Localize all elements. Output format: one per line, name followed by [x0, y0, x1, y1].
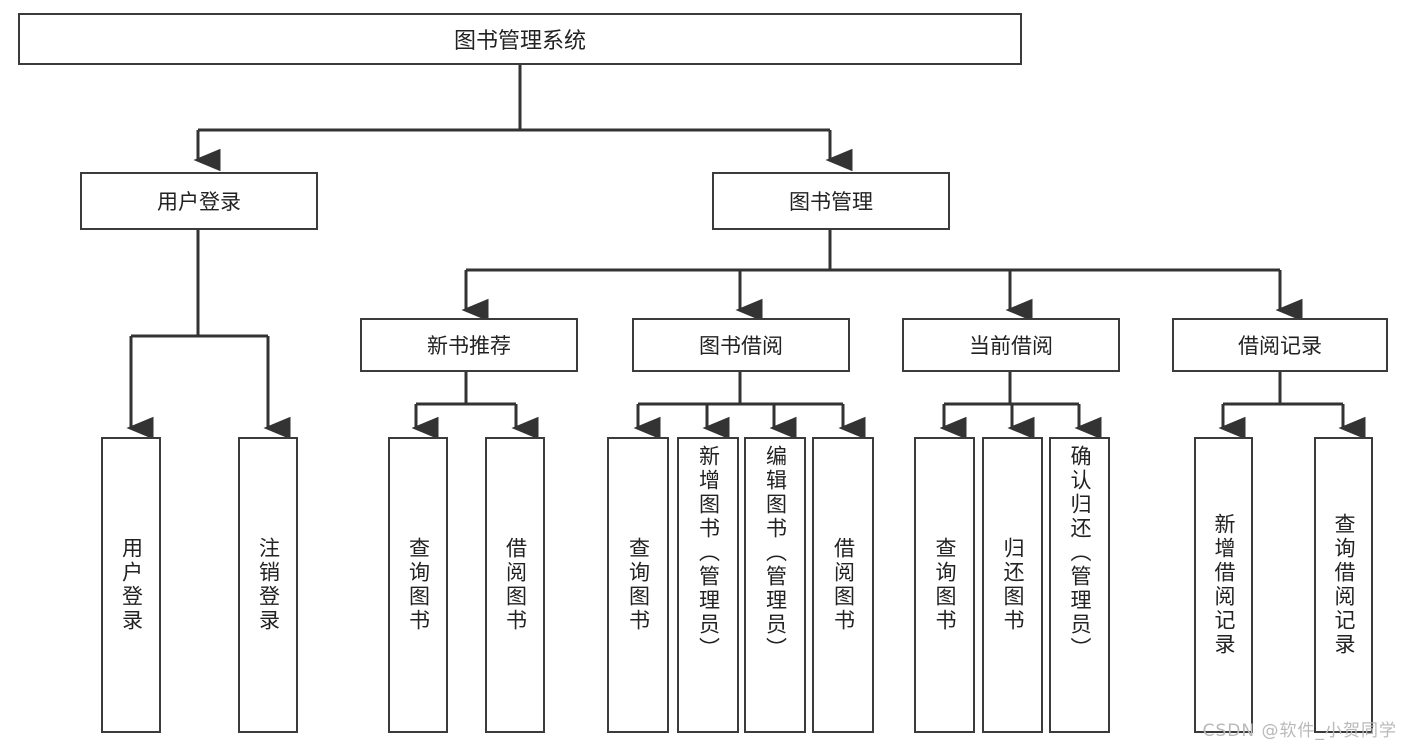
node-leaf-return-book[interactable]: 归还图书: [982, 437, 1043, 733]
node-subbranch-book-borrow[interactable]: 图书借阅: [632, 318, 850, 372]
node-label: 注销登录: [256, 537, 281, 633]
node-label: 当前借阅: [969, 334, 1053, 358]
node-leaf-query-book-current[interactable]: 查询图书: [914, 437, 975, 733]
node-root-book-management-system[interactable]: 图书管理系统: [18, 13, 1022, 65]
node-leaf-add-book-admin[interactable]: 新增图书（管理员）: [677, 437, 739, 733]
node-label: 查询图书: [626, 537, 651, 633]
node-label: 查询图书: [406, 537, 431, 633]
node-subbranch-current-borrow[interactable]: 当前借阅: [902, 318, 1120, 372]
node-label: 归还图书: [1001, 537, 1025, 633]
node-leaf-add-borrow-record[interactable]: 新增借阅记录: [1194, 437, 1253, 733]
node-label: 查询借阅记录: [1332, 513, 1356, 657]
node-leaf-edit-book-admin[interactable]: 编辑图书（管理员）: [744, 437, 806, 733]
node-label: 用户登录: [119, 537, 144, 633]
node-label: 新增图书（管理员）: [696, 445, 721, 661]
node-leaf-query-book-borrow[interactable]: 查询图书: [607, 437, 669, 733]
node-branch-book-management[interactable]: 图书管理: [712, 172, 950, 230]
node-leaf-query-book-recommend[interactable]: 查询图书: [388, 437, 448, 733]
node-label: 图书管理系统: [453, 29, 586, 54]
node-label: 图书借阅: [699, 334, 783, 358]
node-leaf-confirm-return-admin[interactable]: 确认归还（管理员）: [1049, 437, 1110, 733]
node-label: 新书推荐: [427, 334, 511, 358]
node-leaf-borrow-book[interactable]: 借阅图书: [812, 437, 874, 733]
node-leaf-query-borrow-record[interactable]: 查询借阅记录: [1314, 437, 1373, 733]
node-leaf-logout[interactable]: 注销登录: [238, 437, 298, 733]
node-label: 查询图书: [933, 537, 957, 633]
node-label: 确认归还（管理员）: [1068, 445, 1092, 661]
node-leaf-borrow-book-recommend[interactable]: 借阅图书: [485, 437, 545, 733]
node-branch-user-login[interactable]: 用户登录: [80, 172, 318, 230]
csdn-watermark: CSDN @软件_小贺同学: [1202, 721, 1397, 741]
node-label: 编辑图书（管理员）: [763, 445, 788, 661]
node-leaf-user-login[interactable]: 用户登录: [101, 437, 161, 733]
node-label: 图书管理: [789, 190, 873, 214]
node-label: 借阅图书: [831, 537, 856, 633]
node-label: 用户登录: [157, 190, 241, 214]
node-label: 新增借阅记录: [1212, 513, 1236, 657]
node-label: 借阅图书: [503, 537, 528, 633]
node-subbranch-new-book-recommend[interactable]: 新书推荐: [360, 318, 578, 372]
node-subbranch-borrow-records[interactable]: 借阅记录: [1172, 318, 1388, 372]
node-label: 借阅记录: [1238, 334, 1322, 358]
